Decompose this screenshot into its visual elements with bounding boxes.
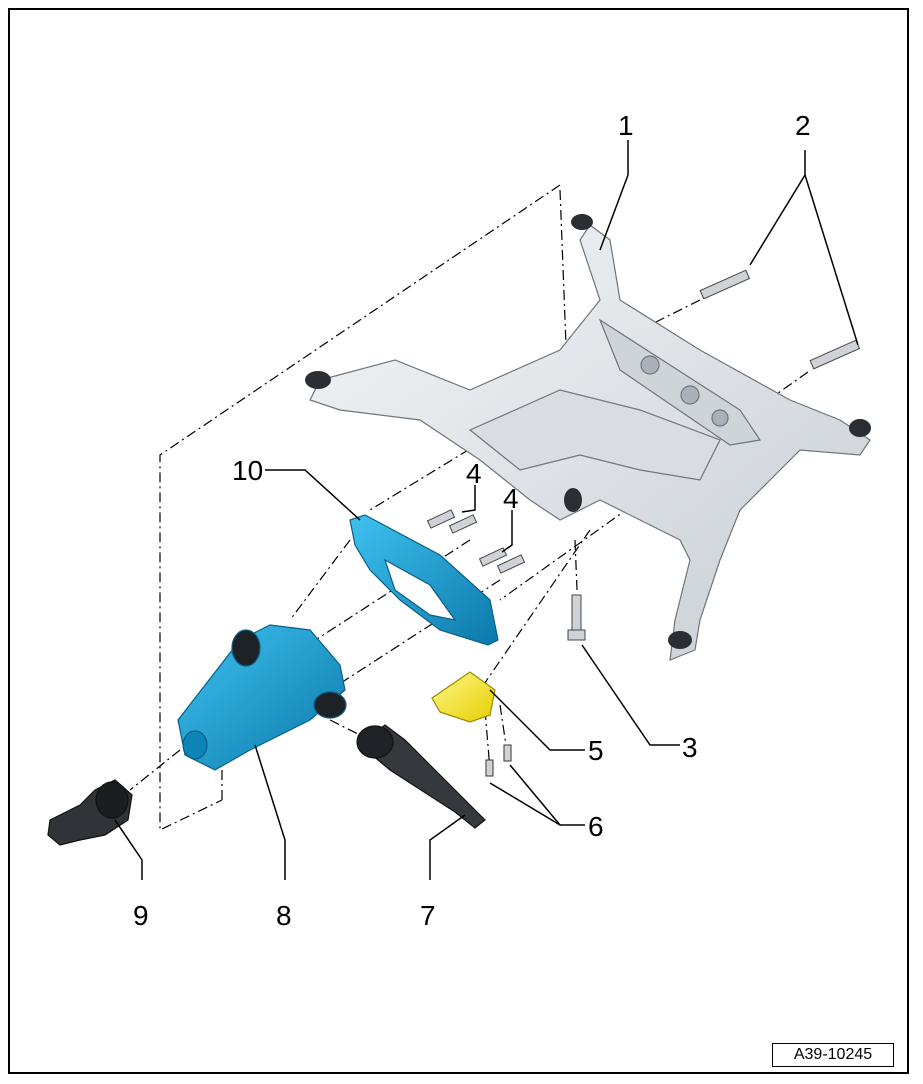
- yellow-line: [479, 529, 591, 691]
- leader-6a: [489, 782, 585, 826]
- callout-2: 2: [795, 110, 811, 141]
- callout-8: 8: [276, 900, 292, 931]
- screw6-line-b: [499, 704, 508, 753]
- callout-1: 1: [618, 110, 634, 141]
- flange9-line: [129, 749, 181, 791]
- leader-7: [429, 814, 466, 880]
- leader-5: [489, 689, 585, 751]
- bolt3-line: [574, 539, 578, 591]
- leader-4b: [501, 510, 513, 553]
- housing-line-3: [329, 579, 501, 691]
- envelope-line: [159, 184, 561, 831]
- callout-labels: 1 2 3 4 4 5 6 7 8 9 10: [133, 110, 811, 931]
- leader-2b: [804, 174, 859, 346]
- rear-subframe: [309, 224, 871, 661]
- diagram-frame: [8, 8, 909, 1074]
- housing-line-1: [289, 539, 351, 621]
- leader-8: [254, 744, 286, 880]
- leader-9: [114, 819, 143, 880]
- bolt-3: [567, 594, 586, 641]
- screws-6: [485, 744, 512, 777]
- leader-10: [265, 469, 361, 521]
- callout-5: 5: [588, 735, 604, 766]
- housing-line-2: [299, 539, 471, 651]
- leader-1: [599, 140, 629, 251]
- drive-shaft-7: [356, 724, 486, 829]
- leader-2a: [749, 150, 806, 266]
- bracket-5: [431, 671, 496, 723]
- flange-9: [47, 779, 133, 846]
- axle7-line: [329, 719, 361, 736]
- figure-reference-code: A39-10245: [772, 1043, 894, 1067]
- callout-4a: 4: [466, 458, 482, 489]
- leader-6b: [509, 764, 561, 826]
- final-drive-8: [177, 624, 347, 771]
- bracket-10: [349, 514, 499, 646]
- subframe-bushings: [305, 214, 871, 649]
- callout-4b: 4: [503, 483, 519, 514]
- callout-9: 9: [133, 900, 149, 931]
- callout-3: 3: [682, 732, 698, 763]
- bolts-2: [699, 269, 861, 370]
- bolts-4: [426, 509, 526, 574]
- leader-4a: [461, 485, 476, 513]
- bracket-line-upper: [369, 344, 641, 511]
- callout-7: 7: [420, 900, 436, 931]
- callout-6: 6: [588, 811, 604, 842]
- leader-3: [581, 644, 680, 746]
- leader-lines: [114, 140, 859, 880]
- callout-10: 10: [232, 455, 263, 486]
